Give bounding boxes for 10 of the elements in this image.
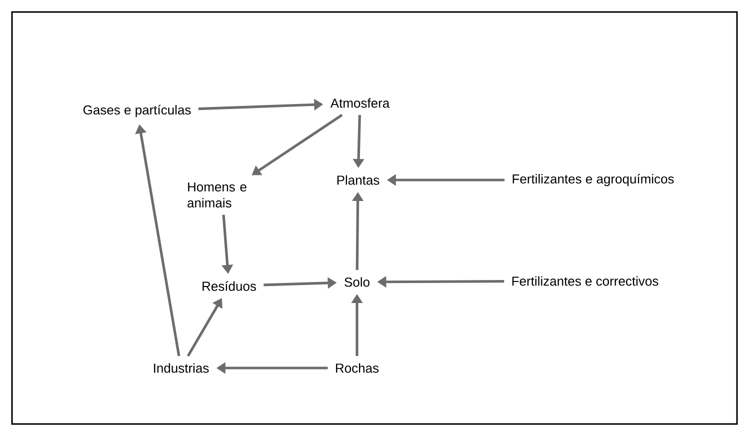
node-label: Gases e partículas bbox=[83, 104, 191, 118]
node-label: Homens e animais bbox=[188, 182, 246, 208]
node-label: Rochas bbox=[336, 363, 379, 373]
node-label: Plantas bbox=[337, 175, 380, 185]
node-label: Atmosfera bbox=[330, 98, 390, 108]
node-label: Fertilizantes e agroquímicos bbox=[512, 174, 674, 186]
node-label: Industrias bbox=[154, 363, 209, 373]
node-label: Fertilizantes e correctivos bbox=[512, 276, 658, 286]
node-label: Solo bbox=[344, 277, 370, 287]
node-label: Resíduos bbox=[202, 281, 256, 291]
